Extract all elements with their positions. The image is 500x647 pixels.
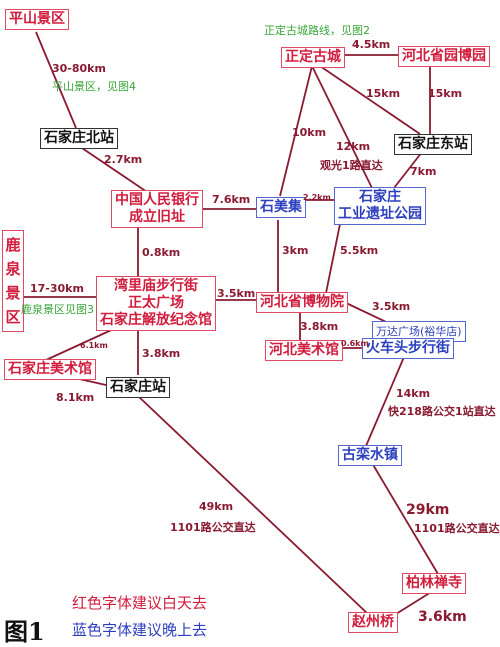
label-luquan-note: 鹿泉景区见图3 [21,303,94,316]
label-shimeiji-industrial: 2.2km [303,193,331,202]
legend-red-text: 红色字体建议白天去 [72,594,208,612]
edge-hcht-guluan [365,356,405,447]
node-shimeiji[interactable]: 石美集 [256,197,306,218]
label-luquan-distance: 17-30km [30,282,84,295]
node-sjz-north[interactable]: 石家庄北站 [40,128,118,149]
legend-blue-text: 蓝色字体建议晚上去 [72,621,208,639]
label-pingshan-note: 平山景区，见图4 [52,80,136,93]
label-hcht-guluan: 14km [396,387,431,400]
node-zhengding[interactable]: 正定古城 [281,47,345,68]
edge-north-pboc [75,143,151,195]
edge-zd-industrial [311,65,373,189]
label-zd-shimeiji: 10km [292,126,327,139]
label-garden-east: 15km [428,87,463,100]
node-wanda[interactable]: 万达广场(裕华店) [372,321,466,342]
label-museum-art: 3.8km [300,320,339,333]
label-bus-218: 快218路公交1站直达 [388,405,496,418]
edge-zd-east [319,65,421,135]
node-industrial[interactable]: 石家庄 工业遗址公园 [334,187,426,225]
node-pingshan[interactable]: 平山景区 [5,9,69,30]
label-station-zhaozhou: 49km [199,500,234,513]
node-bailin[interactable]: 柏林禅寺 [402,573,466,594]
node-pboc[interactable]: 中国人民银行 成立旧址 [111,190,203,228]
label-north-pboc: 2.7km [104,153,143,166]
node-guluan[interactable]: 古栾水镇 [338,445,402,466]
label-bailin-zhaozhou: 3.6km [418,609,467,625]
label-pboc-wanli: 0.8km [142,246,181,259]
label-bus-1101-left: 1101路公交直达 [170,521,256,534]
node-luquan[interactable]: 鹿 泉 景 区 [2,230,24,332]
label-bus-1101-right: 1101路公交直达 [414,522,500,535]
node-hebei-art[interactable]: 河北美术馆 [265,340,343,361]
node-hebei-museum[interactable]: 河北省博物院 [256,292,348,313]
label-wanli-sjzart: 6.1km [80,341,108,350]
node-zhaozhou[interactable]: 赵州桥 [348,612,398,633]
node-sjz-east[interactable]: 石家庄东站 [394,134,472,155]
edge-guluan-bailin [371,462,439,575]
label-zd-garden: 4.5km [352,38,391,51]
figure-label: 图1 [4,617,45,646]
label-wanli-station: 3.8km [142,347,181,360]
label-wanli-museum: 3.5km [217,287,256,300]
edge-east-industrial [393,151,423,189]
label-zhengding-note: 正定古城路线，见图2 [264,24,370,37]
label-sjzart-station: 8.1km [56,391,95,404]
node-sjz-station[interactable]: 石家庄站 [106,377,170,398]
node-hebei-garden[interactable]: 河北省园博园 [398,46,490,67]
node-wanlimiao[interactable]: 湾里庙步行街 正太广场 石家庄解放纪念馆 [96,276,216,331]
label-zd-east: 15km [366,87,401,100]
node-huochetou[interactable]: 火车头步行街 [362,338,454,359]
edge-pingshan-north [35,31,77,129]
label-museum-hcht: 3.5km [372,300,411,313]
node-sjz-art[interactable]: 石家庄美术馆 [4,359,96,380]
edge-zd-shimeiji [279,65,313,197]
label-pboc-shimeiji: 7.6km [212,193,251,206]
label-guluan-bailin: 29km [406,502,450,518]
label-shimeiji-museum: 3km [282,244,309,257]
label-industrial-museum: 5.5km [340,244,379,257]
label-pingshan-distance: 30-80km [52,62,106,75]
label-art-hcht: 0.6km [341,339,369,348]
edge-station-zhaozhou [137,395,369,615]
label-zd-industrial: 12km [336,140,371,153]
edge-wanli-sjzart [45,326,119,361]
label-east-industrial: 7km [410,165,437,178]
label-sightseeing-bus: 观光1路直达 [320,159,383,172]
edge-industrial-museum [325,223,341,294]
